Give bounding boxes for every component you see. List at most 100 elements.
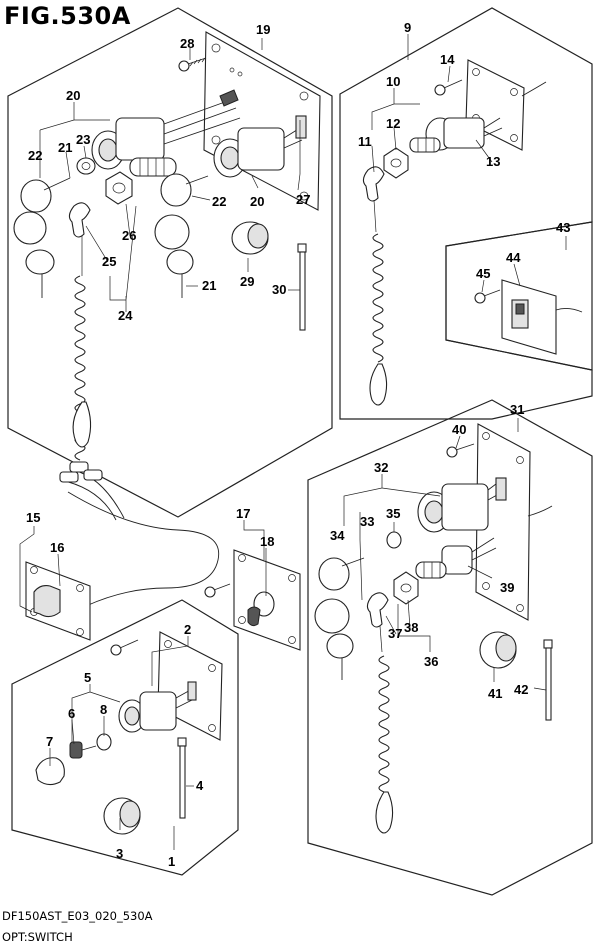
nut-12 (383, 147, 409, 179)
switch-plate-44 (501, 279, 583, 355)
callout-40: 40 (452, 422, 466, 437)
switch-assembly-32 (417, 477, 507, 533)
callout-3: 3 (116, 846, 123, 861)
callout-27: 27 (296, 192, 310, 207)
tie-42 (543, 639, 553, 721)
callout-25: 25 (102, 254, 116, 269)
mount-plate-19 (203, 31, 321, 211)
switch-assembly-5 (118, 681, 197, 733)
harness-15 (59, 461, 220, 607)
switch-assembly-left (91, 89, 241, 170)
tie-4 (177, 737, 187, 819)
callout-16: 16 (50, 540, 64, 555)
mount-plate-31 (475, 423, 553, 621)
lanyard-coil-right (369, 199, 388, 406)
cap-29 (231, 221, 269, 255)
callout-39: 39 (500, 580, 514, 595)
switch-panel-16 (25, 561, 91, 641)
callout-32: 32 (374, 460, 388, 475)
leader-lines (19, 34, 567, 850)
callout-21b: 21 (202, 278, 216, 293)
callout-2: 2 (184, 622, 191, 637)
screw-17 (204, 583, 231, 598)
cap-7 (35, 757, 65, 786)
stop-switch-39 (415, 537, 497, 579)
figure-title: FIG.530A (4, 2, 131, 30)
cap-3 (103, 797, 141, 835)
key-34 (314, 557, 365, 680)
callout-numbers: 28 19 20 23 22 21 20 27 22 26 25 21 24 2… (26, 20, 570, 869)
nut-26 (105, 171, 133, 205)
switch-assembly-right (213, 115, 307, 178)
lanyard-clip-25 (68, 202, 91, 238)
switch-panel-18 (233, 549, 301, 651)
lanyard-coil-left (72, 236, 92, 461)
diagram-name: OPT:SWITCH (2, 930, 73, 944)
panel-bottom-left (11, 599, 239, 876)
lanyard-coil-36 (375, 625, 394, 834)
callout-7: 7 (46, 734, 53, 749)
callout-41: 41 (488, 686, 502, 701)
callout-12: 12 (386, 116, 400, 131)
key-6 (69, 741, 97, 759)
callout-15: 15 (26, 510, 40, 525)
callout-20: 20 (66, 88, 80, 103)
callout-43: 43 (556, 220, 570, 235)
callout-33: 33 (360, 514, 374, 529)
callout-28: 28 (180, 36, 194, 51)
callout-21: 21 (58, 140, 72, 155)
callout-29: 29 (240, 274, 254, 289)
callout-1: 1 (168, 854, 175, 869)
callout-14: 14 (440, 52, 455, 67)
panel-top-left (7, 7, 333, 518)
callout-22b: 22 (212, 194, 226, 209)
screw-28 (178, 57, 207, 72)
callout-36: 36 (424, 654, 438, 669)
callout-10: 10 (386, 74, 400, 89)
panel-top-right (339, 7, 593, 420)
callout-35: 35 (386, 506, 400, 521)
callout-9: 9 (404, 20, 411, 35)
key-right (154, 173, 209, 298)
stop-switch-left (129, 157, 177, 177)
callout-30: 30 (272, 282, 286, 297)
tie-30 (297, 243, 307, 331)
screw-14 (434, 79, 463, 96)
screw-2 (110, 639, 139, 656)
screw-45 (474, 289, 501, 304)
stop-switch-10 (409, 117, 503, 153)
callout-24: 24 (118, 308, 133, 323)
callout-26: 26 (122, 228, 136, 243)
callout-5: 5 (84, 670, 91, 685)
callout-4: 4 (196, 778, 204, 793)
panel-43 (445, 221, 593, 371)
lanyard-clip-37 (366, 592, 389, 628)
callout-6: 6 (68, 706, 75, 721)
washer-35 (386, 531, 402, 549)
callout-13: 13 (486, 154, 500, 169)
callout-19: 19 (256, 22, 270, 37)
diagram-code: DF150AST_E03_020_530A (2, 909, 153, 923)
callout-11: 11 (358, 134, 372, 149)
nut-38 (393, 571, 419, 605)
callout-18: 18 (260, 534, 274, 549)
lanyard-clip-11 (362, 166, 385, 202)
callout-22: 22 (28, 148, 42, 163)
callout-37: 37 (388, 626, 402, 641)
panel-bottom-right (307, 399, 593, 896)
callout-42: 42 (514, 682, 528, 697)
callout-17: 17 (236, 506, 250, 521)
callout-38: 38 (404, 620, 418, 635)
callout-44: 44 (506, 250, 521, 265)
key-left (13, 177, 71, 298)
washer-8 (96, 733, 112, 751)
callout-31: 31 (510, 402, 524, 417)
callout-20b: 20 (250, 194, 264, 209)
callout-34: 34 (330, 528, 345, 543)
callout-8: 8 (100, 702, 107, 717)
cap-41 (479, 631, 517, 669)
callout-45: 45 (476, 266, 490, 281)
callout-23: 23 (76, 132, 90, 147)
